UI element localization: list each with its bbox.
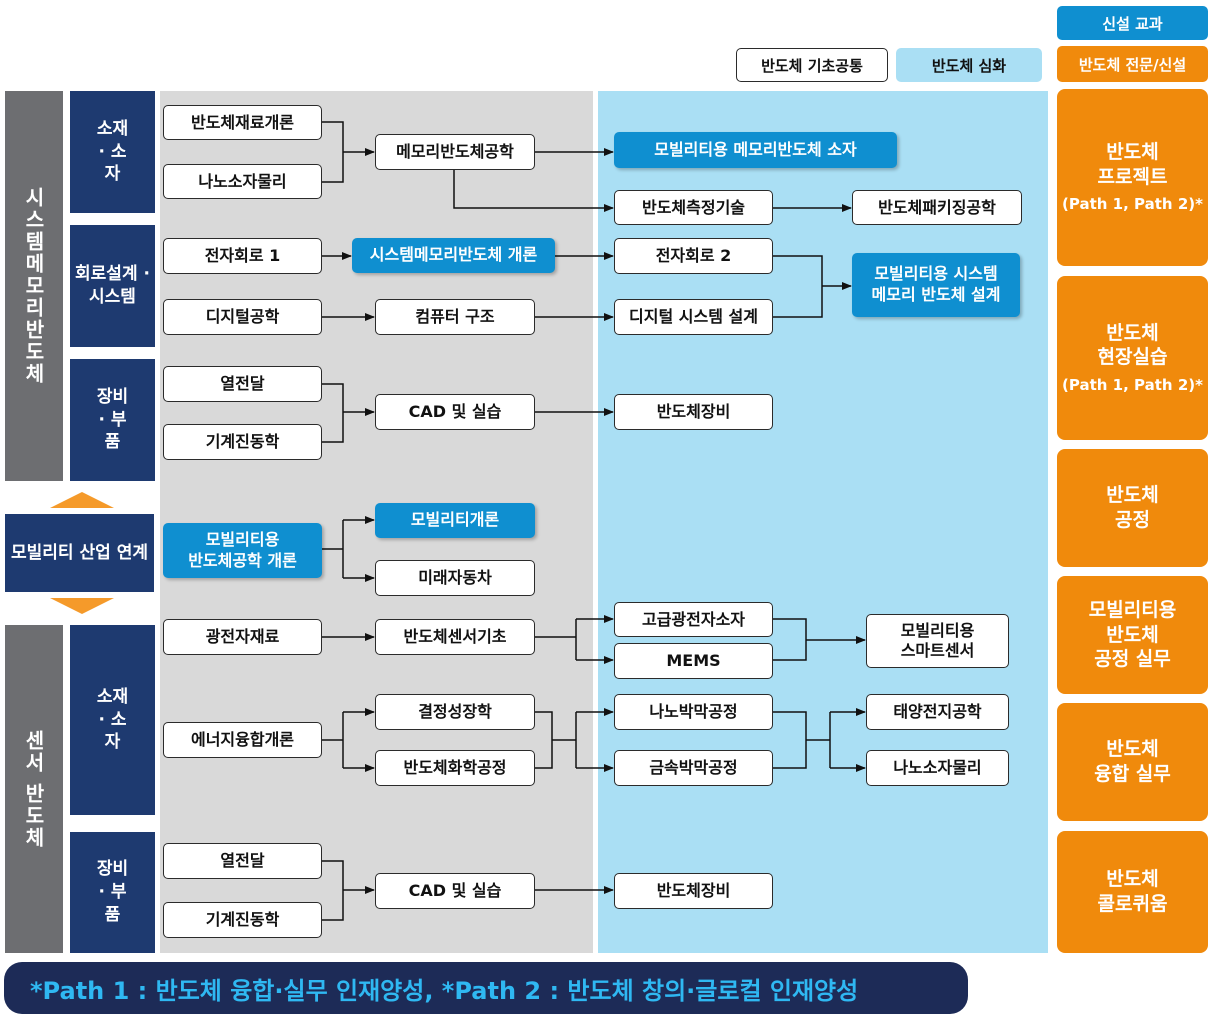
track-mobility-link: 모빌리티 산업 연계: [5, 514, 154, 592]
category-equipment-1-label: 장비 · 부품: [96, 386, 129, 453]
track-sensor-label: 센서 반도체: [21, 729, 46, 849]
course-semi-packaging: 반도체패키징공학: [852, 190, 1022, 225]
course-nano-device-physics-1: 나노소자물리: [163, 164, 322, 199]
specialized-convergence-practice-title: 반도체 융합 실무: [1094, 738, 1171, 785]
arrow-up-triangle: [5, 490, 159, 510]
course-mechanical-vibration-1: 기계진동학: [163, 424, 322, 460]
specialized-semi-project-title: 반도체 프로젝트: [1097, 141, 1168, 188]
course-semi-sensor-basics: 반도체센서기초: [375, 619, 535, 655]
course-mobility-intro: 모빌리티개론: [375, 503, 535, 538]
specialized-semi-process-title: 반도체 공정: [1106, 484, 1159, 531]
specialized-colloquium: 반도체 콜로퀴움: [1057, 831, 1208, 953]
course-crystal-growth: 결정성장학: [375, 694, 535, 730]
course-memory-semi-eng: 메모리반도체공학: [375, 134, 535, 170]
specialized-field-practice: 반도체 현장실습 (Path 1, Path 2)*: [1057, 276, 1208, 440]
course-semi-chemical-process: 반도체화학공정: [375, 750, 535, 786]
specialized-colloquium-title: 반도체 콜로퀴움: [1097, 868, 1168, 915]
category-circuit-system: 회로설계 · 시스템: [70, 225, 155, 347]
course-nano-thin-film: 나노박막공정: [614, 694, 773, 730]
course-cad-practice-1: CAD 및 실습: [375, 394, 535, 430]
legend-new-course: 신설 교과: [1057, 6, 1208, 40]
category-equipment-2-label: 장비 · 부품: [96, 859, 129, 925]
course-solar-cell-eng: 태양전지공학: [866, 694, 1009, 730]
track-system-memory: 시스템메모리반도체: [5, 91, 63, 481]
course-system-memory-intro: 시스템메모리반도체 개론: [352, 238, 555, 273]
course-semi-equipment-1: 반도체장비: [614, 394, 773, 430]
course-mobility-semi-intro: 모빌리티용 반도체공학 개론: [163, 523, 322, 578]
course-digital-system-design: 디지털 시스템 설계: [614, 299, 773, 335]
course-mechanical-vibration-2: 기계진동학: [163, 902, 322, 938]
specialized-mobility-process-practice-title: 모빌리티용 반도체 공정 실무: [1088, 598, 1177, 671]
category-equipment-2: 장비 · 부품: [70, 832, 155, 953]
course-mobility-memory-device: 모빌리티용 메모리반도체 소자: [614, 132, 897, 168]
course-heat-transfer-2: 열전달: [163, 843, 322, 879]
course-advanced-photo-device: 고급광전자소자: [614, 602, 773, 637]
advanced-zone: [598, 91, 1048, 953]
track-system-memory-label: 시스템메모리반도체: [21, 187, 46, 385]
legend-advanced: 반도체 심화: [896, 48, 1042, 82]
course-computer-structure: 컴퓨터 구조: [375, 299, 535, 335]
arrow-down-triangle: [5, 596, 159, 616]
course-metal-thin-film: 금속박막공정: [614, 750, 773, 786]
category-materials-2: 소재 · 소자: [70, 625, 155, 815]
specialized-mobility-process-practice: 모빌리티용 반도체 공정 실무: [1057, 576, 1208, 694]
course-semi-equipment-2: 반도체장비: [614, 873, 773, 909]
specialized-field-practice-sub: (Path 1, Path 2)*: [1062, 375, 1203, 394]
specialized-convergence-practice: 반도체 융합 실무: [1057, 703, 1208, 821]
course-mobility-smart-sensor: 모빌리티용 스마트센서: [866, 614, 1009, 668]
track-sensor: 센서 반도체: [5, 625, 63, 953]
category-materials-1: 소재 · 소자: [70, 91, 155, 213]
specialized-field-practice-title: 반도체 현장실습: [1097, 321, 1168, 369]
course-cad-practice-2: CAD 및 실습: [375, 873, 535, 909]
course-nano-device-physics-2: 나노소자물리: [866, 750, 1009, 786]
category-materials-2-label: 소재 · 소자: [96, 686, 129, 753]
arrow-down-triangle-shape: [50, 598, 114, 614]
course-heat-transfer-1: 열전달: [163, 366, 322, 402]
legend-specialized: 반도체 전문/신설: [1057, 46, 1208, 82]
specialized-semi-project: 반도체 프로젝트 (Path 1, Path 2)*: [1057, 89, 1208, 266]
course-semi-measurement: 반도체측정기술: [614, 190, 773, 225]
course-mobility-system-memory-design: 모빌리티용 시스템 메모리 반도체 설계: [852, 253, 1020, 317]
legend-basic-common: 반도체 기초공통: [736, 48, 888, 82]
track-mobility-link-label: 모빌리티 산업 연계: [11, 542, 148, 563]
specialized-semi-process: 반도체 공정: [1057, 449, 1208, 567]
course-energy-convergence-intro: 에너지융합개론: [163, 722, 322, 758]
course-electronic-circuit-2: 전자회로 2: [614, 238, 773, 274]
footer-path-note: *Path 1 : 반도체 융합·실무 인재양성, *Path 2 : 반도체 …: [4, 962, 968, 1014]
category-circuit-system-label: 회로설계 · 시스템: [75, 264, 150, 307]
course-semi-material-intro: 반도체재료개론: [163, 105, 322, 140]
category-equipment-1: 장비 · 부품: [70, 359, 155, 481]
course-digital-eng: 디지털공학: [163, 299, 322, 335]
category-materials-1-label: 소재 · 소자: [96, 118, 129, 185]
course-photoelectronic-material: 광전자재료: [163, 619, 322, 655]
course-electronic-circuit-1: 전자회로 1: [163, 238, 322, 274]
specialized-semi-project-sub: (Path 1, Path 2)*: [1062, 195, 1203, 214]
arrow-up-triangle-shape: [50, 492, 114, 508]
course-future-car: 미래자동차: [375, 560, 535, 596]
course-mems: MEMS: [614, 643, 773, 679]
